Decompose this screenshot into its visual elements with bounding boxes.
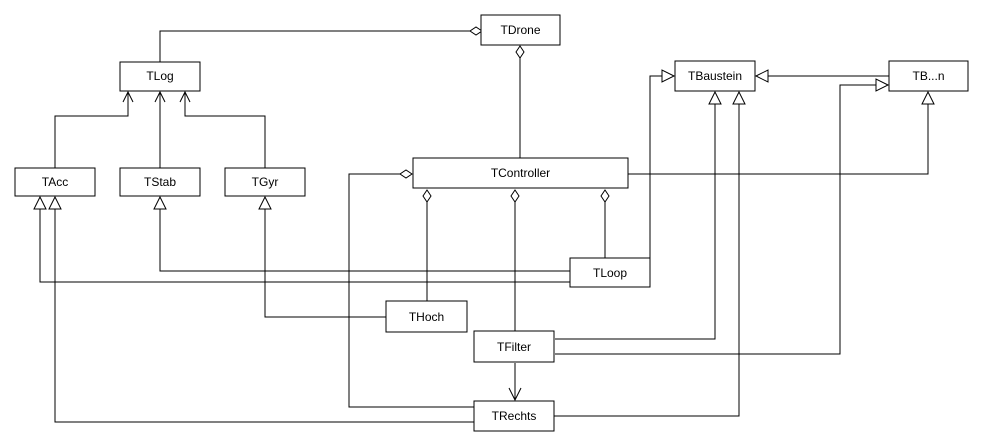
class-label: THoch xyxy=(409,310,444,324)
edge-tfilter-tbn xyxy=(555,84,876,355)
class-box-tcontroller[interactable]: TController xyxy=(412,157,629,189)
class-label: TGyr xyxy=(252,175,279,189)
class-label: TRechts xyxy=(492,409,537,423)
edge-tgyr-tlog xyxy=(184,92,266,168)
open-arrow-icon xyxy=(122,90,134,103)
generalization-triangle-icon xyxy=(258,195,272,210)
class-box-tgyr[interactable]: TGyr xyxy=(224,167,306,197)
class-box-tbn[interactable]: TB...n xyxy=(888,60,969,92)
class-box-tfilter[interactable]: TFilter xyxy=(473,330,555,363)
class-box-tbaustein[interactable]: TBaustein xyxy=(674,60,756,92)
class-label: TLoop xyxy=(593,266,627,280)
class-box-thoch[interactable]: THoch xyxy=(385,300,468,333)
class-box-tlog[interactable]: TLog xyxy=(119,61,201,92)
edge-tlog-tdrone xyxy=(159,30,470,62)
open-arrow-icon xyxy=(508,387,522,402)
edge-tcontroller-trechts xyxy=(348,173,474,408)
edge-tacc-tlog xyxy=(54,92,129,168)
generalization-triangle-icon xyxy=(875,78,890,92)
edge-thoch-tgyr xyxy=(264,209,386,318)
class-label: TFilter xyxy=(497,340,531,354)
generalization-triangle-icon xyxy=(708,90,722,105)
generalization-triangle-icon xyxy=(921,90,935,105)
class-box-tloop[interactable]: TLoop xyxy=(569,257,651,288)
generalization-triangle-icon xyxy=(754,69,769,83)
generalization-triangle-icon xyxy=(153,195,167,210)
edge-trechts-tbaustein xyxy=(554,104,740,417)
class-box-tstab[interactable]: TStab xyxy=(119,167,201,197)
edge-tloop-tstab xyxy=(159,209,570,272)
class-label: TController xyxy=(491,166,550,180)
aggregation-diamond-icon xyxy=(399,169,413,179)
open-arrow-icon xyxy=(179,90,191,103)
generalization-triangle-icon xyxy=(661,69,676,83)
edge-trechts-tacc xyxy=(54,209,474,423)
edge-tloop-tbaustein xyxy=(649,75,662,258)
class-box-trechts[interactable]: TRechts xyxy=(473,400,555,432)
class-label: TDrone xyxy=(500,23,540,37)
aggregation-diamond-icon xyxy=(422,189,432,203)
aggregation-diamond-icon xyxy=(600,189,610,203)
aggregation-diamond-icon xyxy=(469,26,483,36)
class-label: TLog xyxy=(146,69,173,83)
generalization-triangle-icon xyxy=(48,195,62,210)
open-arrow-icon xyxy=(154,90,166,103)
aggregation-diamond-icon xyxy=(515,45,525,59)
edge-tcontroller-tbn xyxy=(628,104,929,175)
class-box-tdrone[interactable]: TDrone xyxy=(480,14,561,46)
class-label: TBaustein xyxy=(688,69,742,83)
edge-tloop-tacc xyxy=(39,209,570,283)
class-label: TB...n xyxy=(912,69,944,83)
generalization-triangle-icon xyxy=(33,195,47,210)
aggregation-diamond-icon xyxy=(510,189,520,203)
edge-tfilter-tbaustein xyxy=(555,104,716,340)
generalization-triangle-icon xyxy=(732,90,746,105)
class-label: TAcc xyxy=(42,175,68,189)
class-box-tacc[interactable]: TAcc xyxy=(14,167,96,197)
class-label: TStab xyxy=(144,175,176,189)
